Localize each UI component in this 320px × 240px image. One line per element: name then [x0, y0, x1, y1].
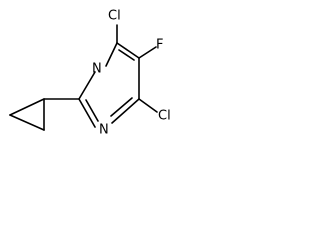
atom-label-fluorine: F	[156, 38, 163, 53]
atom-label-nitrogen-bottom: N	[99, 123, 109, 138]
bond-c4-c5	[116, 42, 140, 59]
bond-c4-c5-inner	[118, 49, 135, 61]
bond-c2-n1	[78, 98, 96, 128]
bond-c2-n3	[78, 71, 96, 100]
cyclopropyl-bond-1	[9, 98, 45, 116]
bond-c6-cl	[138, 98, 158, 113]
atom-label-chlorine-top: Cl	[108, 9, 121, 24]
chemical-structure-diagram: Cl F N N Cl	[9, 9, 171, 138]
bond-n3-c4	[105, 42, 118, 67]
bond-c6-n1-inner	[110, 97, 133, 117]
atom-label-nitrogen-top: N	[92, 62, 102, 77]
bond-c2-n1-inner	[85, 99, 99, 122]
bond-c5-f	[138, 46, 157, 59]
bond-c6-n1	[111, 98, 140, 124]
cyclopropyl-bond-2	[9, 114, 45, 131]
atom-label-chlorine-bottom: Cl	[158, 109, 171, 124]
